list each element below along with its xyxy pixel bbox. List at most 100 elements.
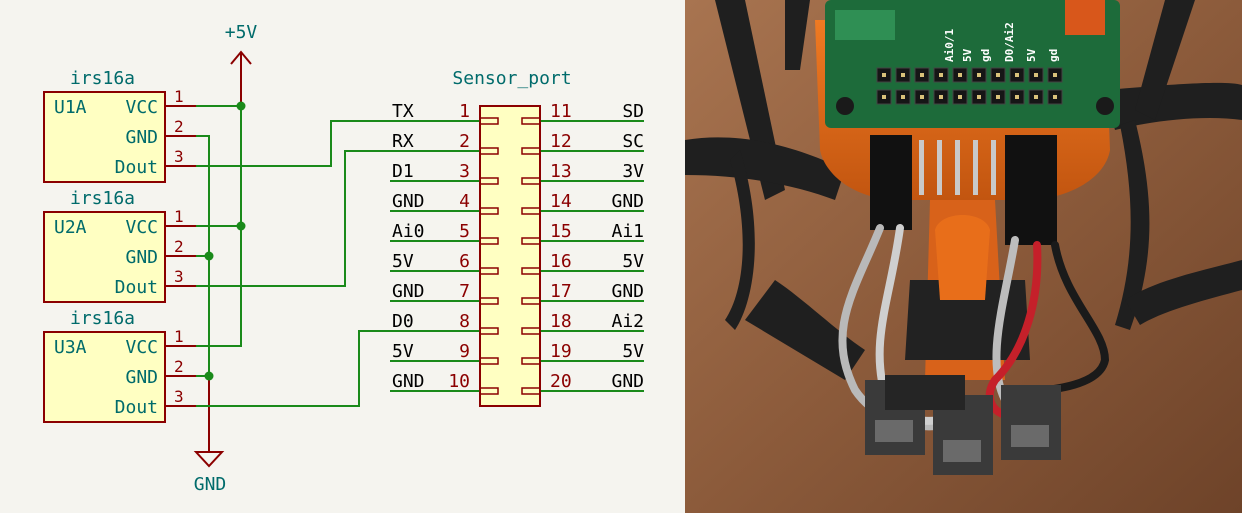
sensor-pin-name: Dout: [115, 397, 158, 418]
connector-pin-socket: [521, 267, 541, 275]
connector-pin-socket: [479, 357, 499, 365]
header-pin-contact: [1034, 95, 1038, 99]
connector-right-pin-name: GND: [611, 191, 644, 212]
connector-pin-socket: [479, 327, 499, 335]
junctions: [204, 101, 246, 381]
connector-title: Sensor_port: [452, 68, 571, 89]
sensor-ref-label: U1A: [54, 97, 87, 118]
connector-left-pin-name: D0: [392, 311, 414, 332]
sensor-pin-name: VCC: [125, 217, 158, 238]
pcb-silkscreen-label: D0/Ai2: [1003, 22, 1016, 62]
connector-left-pin-number: 5: [459, 221, 470, 242]
connector-right-pin-number: 12: [550, 131, 572, 152]
connector-pin-socket: [521, 207, 541, 215]
connector-pin-socket: [479, 267, 499, 275]
sensor-pin-number: 3: [174, 267, 184, 286]
sensor-pin-number: 2: [174, 237, 184, 256]
header-pin-contact: [939, 73, 943, 77]
connector-pin-socket: [521, 357, 541, 365]
sensor-pin-number: 3: [174, 387, 184, 406]
connector-pin-socket: [479, 387, 499, 395]
schematic-diagram: +5V GND: [43, 22, 644, 495]
sensor-value-label: irs16a: [70, 68, 135, 89]
connector-body: [479, 105, 541, 407]
connector-left-pin-number: 10: [448, 371, 470, 392]
connector-right-pin-number: 20: [550, 371, 572, 392]
header-pin-contact: [958, 73, 962, 77]
robot-legs: [685, 0, 1242, 380]
ir-sensor-modules: [865, 375, 1061, 475]
wire-u3-dout: [196, 330, 480, 407]
sensor-pin-name: GND: [125, 247, 158, 268]
vcc-label: +5V: [225, 22, 258, 43]
header-pin-contact: [1015, 95, 1019, 99]
connector-pin-socket: [521, 327, 541, 335]
junction-dot: [236, 101, 246, 111]
connector-right-pin-number: 16: [550, 251, 572, 272]
sensor-value-label: irs16a: [70, 188, 135, 209]
connector-right-pin-name: SC: [622, 131, 644, 152]
sensor-pin-name: VCC: [125, 337, 158, 358]
connector-right-pin-name: 5V: [622, 251, 644, 272]
pcb-silkscreen-label: Ai0/1: [943, 29, 956, 62]
sensor-ref-label: U2A: [54, 217, 87, 238]
sensor-pin-name: GND: [125, 367, 158, 388]
connector-right-pin-name: SD: [622, 101, 644, 122]
connector-pin-socket: [521, 147, 541, 155]
sensor-pin-number: 3: [174, 147, 184, 166]
sensor-body: [43, 211, 166, 303]
connector-left-pin-name: D1: [392, 161, 414, 182]
connector-pin-socket: [479, 207, 499, 215]
header-pin-contact: [996, 95, 1000, 99]
connector-right-pin-name: 5V: [622, 341, 644, 362]
sensor-body: [43, 331, 166, 423]
connector-left-pin-name: GND: [392, 191, 425, 212]
vcc-power-symbol: +5V: [225, 22, 258, 104]
header-pin-contact: [977, 73, 981, 77]
connector-right-pin-number: 11: [550, 101, 572, 122]
junction-dot: [204, 251, 214, 261]
schematic-panel: +5V GND: [0, 0, 685, 513]
pcb-silkscreen-label: 5V: [961, 48, 974, 62]
connector-pin-socket: [521, 297, 541, 305]
header-pin-contact: [1015, 73, 1019, 77]
sensor-value-label: irs16a: [70, 308, 135, 329]
connector-left-pin-name: 5V: [392, 341, 414, 362]
connector-left-pin-name: 5V: [392, 251, 414, 272]
connector-left-pin-name: RX: [392, 131, 414, 152]
header-pin-contact: [920, 73, 924, 77]
connector-right-pin-name: GND: [611, 281, 644, 302]
header-pin-contact: [1053, 95, 1057, 99]
sensor-pin-number: 1: [174, 207, 184, 226]
connector-pin-socket: [521, 237, 541, 245]
wire-u2-dout: [196, 150, 480, 287]
connector-left-pin-name: GND: [392, 281, 425, 302]
sensor-pin-number: 2: [174, 357, 184, 376]
gnd-label: GND: [194, 474, 227, 495]
header-pin-contact: [882, 95, 886, 99]
header-pin-contact: [920, 95, 924, 99]
connector-left-pin-number: 6: [459, 251, 470, 272]
wire-u1-dout: [196, 120, 480, 167]
sensor-pin-number: 2: [174, 117, 184, 136]
header-pin-contact: [939, 95, 943, 99]
header-pin-contact: [1053, 73, 1057, 77]
pcb-silkscreen-label: gd: [979, 49, 992, 62]
connector-right-pin-number: 18: [550, 311, 572, 332]
dupont-connectors: [870, 135, 1057, 245]
pin-header: [876, 67, 1063, 105]
connector-pin-socket: [521, 177, 541, 185]
connector-pin-socket: [521, 117, 541, 125]
connector-pin-socket: [479, 147, 499, 155]
header-pin-contact: [901, 95, 905, 99]
header-pin-contact: [977, 95, 981, 99]
connector-right-pin-number: 13: [550, 161, 572, 182]
connector-pin-socket: [479, 237, 499, 245]
connector-right-pin-number: 17: [550, 281, 572, 302]
connector-pin-socket: [479, 117, 499, 125]
